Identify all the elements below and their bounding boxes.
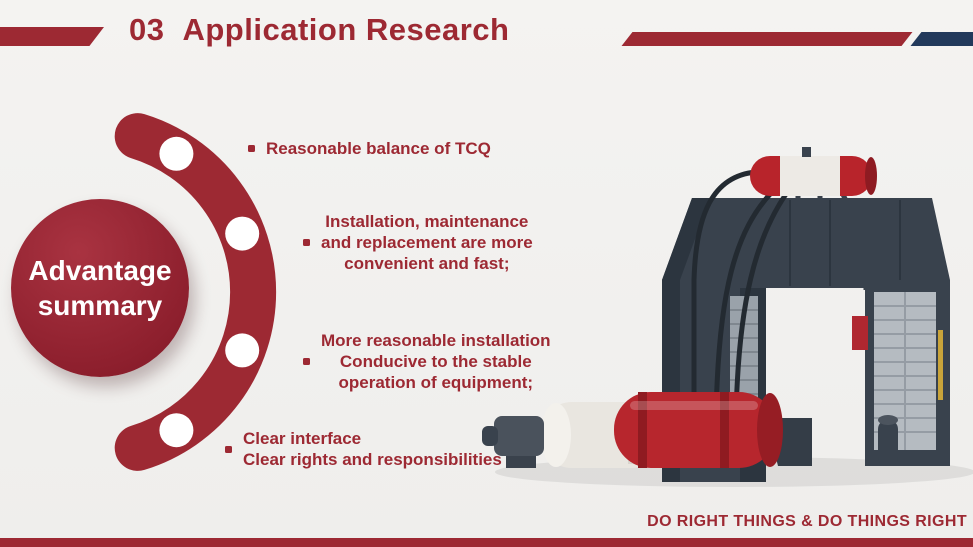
pipes-front	[691, 169, 789, 421]
drive-motor	[482, 416, 544, 468]
footer-slogan: DO RIGHT THINGS & DO THINGS RIGHT	[647, 513, 967, 530]
section-number: 03	[129, 12, 165, 47]
equipment-illustration: industrial boiler equipment	[482, 147, 973, 487]
bullet-line: convenient and fast;	[344, 254, 510, 273]
bullet-marker	[303, 239, 310, 246]
circle-label-line1: Advantage	[28, 255, 172, 286]
bullet-text: Clear interface Clear rights and respons…	[243, 428, 502, 470]
advantage-arc	[114, 113, 277, 471]
bullet-line: Conducive to the stable	[339, 352, 532, 371]
bullet-line: operation of equipment;	[338, 373, 534, 392]
exhaust-pipe	[878, 415, 898, 466]
page-title: 03 Application Research	[129, 12, 509, 48]
bullet-item-4: Clear interface Clear rights and respons…	[225, 428, 502, 470]
circle-label-line2: summary	[37, 290, 163, 321]
bullet-line: and replacement are more	[321, 233, 533, 252]
bullet-line: More reasonable installation	[321, 331, 551, 350]
bullet-line: Reasonable balance of TCQ	[266, 139, 491, 158]
advantage-summary-circle: Advantage summary	[11, 199, 189, 377]
red-valve-box	[852, 316, 868, 350]
arc-node-dot	[225, 216, 260, 251]
arc-node-dot	[159, 136, 194, 171]
bullet-text: Reasonable balance of TCQ	[266, 138, 491, 159]
yellow-pipe	[938, 330, 943, 400]
bullet-marker	[248, 145, 255, 152]
bullet-item-2: Installation, maintenance and replacemen…	[303, 211, 533, 274]
header-accent-navy	[910, 32, 973, 46]
bullet-line: Clear rights and responsibilities	[243, 450, 502, 469]
bullet-line: Clear interface	[243, 429, 362, 448]
bullet-marker	[225, 445, 232, 453]
bullet-text: Installation, maintenance and replacemen…	[321, 211, 533, 274]
red-rotary-drum	[614, 392, 783, 468]
bullet-text: More reasonable installation Conducive t…	[321, 330, 551, 393]
header-accent-red	[621, 32, 913, 46]
section-title: Application Research	[182, 12, 510, 47]
arc-band	[114, 113, 277, 471]
bullet-item-1: Reasonable balance of TCQ	[248, 138, 491, 159]
steam-drum	[750, 147, 877, 196]
bullet-line: Installation, maintenance	[325, 212, 529, 231]
bullet-marker	[303, 358, 310, 365]
bullet-item-3: More reasonable installation Conducive t…	[303, 330, 551, 393]
arc-node-dot	[225, 333, 260, 368]
footer-accent-bar	[0, 538, 973, 547]
header-accent-left	[0, 27, 104, 46]
arc-node-dot	[159, 413, 194, 448]
